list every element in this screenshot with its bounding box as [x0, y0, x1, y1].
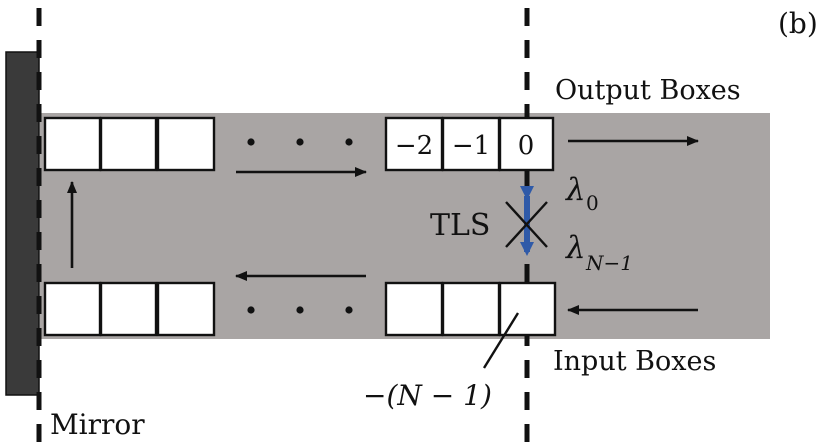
ellipsis-dot: [345, 306, 353, 314]
mirror: [5, 51, 40, 396]
tls-cross-icon: [505, 201, 548, 248]
ellipsis-dot: [296, 306, 304, 314]
input-box: [384, 281, 444, 337]
output-box-label: 0: [518, 131, 535, 161]
output-box-label: −1: [452, 131, 490, 161]
output-box-label: −2: [395, 131, 433, 161]
ellipsis-dot: [247, 306, 255, 314]
ellipsis-dot: [247, 138, 255, 146]
lambda-n-symbol: λ: [564, 230, 586, 266]
input-box: [43, 281, 102, 337]
index-pointer-line: [482, 312, 520, 369]
panel-label: (b): [778, 7, 818, 40]
ellipsis-dot: [345, 138, 353, 146]
input-boxes-label: Input Boxes: [553, 346, 716, 377]
lambda-n-subscript: N−1: [585, 251, 633, 275]
output-box: [43, 116, 102, 172]
input-box: [99, 281, 158, 337]
mirror-label: Mirror: [50, 408, 145, 441]
input-box-index-label: −(N − 1): [363, 379, 492, 412]
tls-label: TLS: [430, 208, 490, 243]
lambda-0-symbol: λ: [564, 172, 586, 208]
output-boxes-label: Output Boxes: [555, 75, 741, 106]
output-box: [99, 116, 158, 172]
output-box: [384, 116, 444, 172]
output-box: [156, 116, 216, 172]
input-box: [156, 281, 216, 337]
output-box-0: [498, 116, 555, 172]
lambda-0-subscript: 0: [586, 191, 599, 215]
ellipsis-dot: [296, 138, 304, 146]
input-box: [441, 281, 501, 337]
output-box: [441, 116, 501, 172]
